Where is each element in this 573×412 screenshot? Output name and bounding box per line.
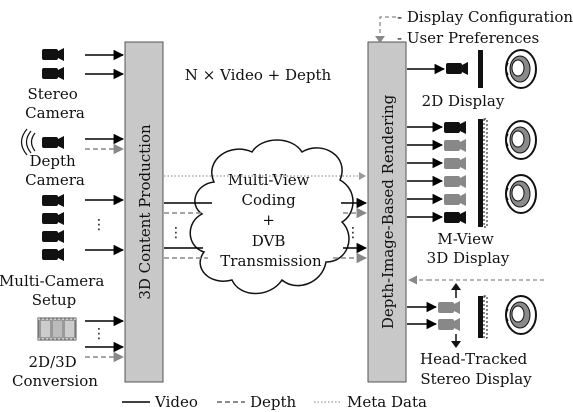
stereo-camera-label: Stereo Camera <box>25 85 85 122</box>
meta-arrowhead <box>359 172 366 180</box>
mview-label: M-View 3D Display <box>427 230 510 267</box>
content-production-label: 3D Content Production <box>136 124 154 300</box>
legend-video-label: Video <box>154 393 198 411</box>
display-configuration-label: - Display Configuration <box>397 8 573 26</box>
depth-camera-icon <box>20 128 64 156</box>
mview-projectors <box>407 121 466 224</box>
stream-label: N × Video + Depth <box>185 66 332 84</box>
legend: Video Depth Meta Data <box>122 393 427 411</box>
multi-camera-ellipsis: ⋮ <box>92 217 106 233</box>
ht-viewer-icon <box>505 295 537 335</box>
transmission-cloud <box>189 139 354 295</box>
ht-screen <box>478 295 488 339</box>
mview-viewer-1-icon <box>505 120 537 160</box>
mview-viewer-2-icon <box>505 174 537 214</box>
film-strip-icon <box>37 317 77 341</box>
legend-depth-label: Depth <box>250 393 297 411</box>
meta-input-arrowhead <box>375 36 385 43</box>
user-preferences-label: - User Preferences <box>397 29 539 47</box>
dibr-block <box>367 41 407 383</box>
prod-ellipsis: ⋮ <box>169 225 183 241</box>
ht-projectors-icon <box>438 283 461 348</box>
multi-camera-label: Multi-Camera Setup <box>0 272 109 309</box>
legend-meta-label: Meta Data <box>347 393 427 411</box>
viewer-2d-icon <box>505 49 537 89</box>
conversion-ellipsis: ⋮ <box>92 326 106 342</box>
conversion-label: 2D/3D Conversion <box>12 353 98 390</box>
mview-screen <box>478 118 488 228</box>
multi-camera-icon <box>42 194 64 261</box>
head-tracked-label: Head-Tracked Stereo Display <box>420 350 532 388</box>
screen-2d <box>478 50 483 88</box>
dibr-label: Depth-Image-Based Rendering <box>379 94 397 329</box>
display-2d-label: 2D Display <box>422 92 505 110</box>
depth-camera-label: Depth Camera <box>25 152 85 189</box>
projector-2d-icon <box>446 62 468 75</box>
cloud-ellipsis: ⋮ <box>346 225 360 241</box>
cloud-label: Multi-View Coding + DVB Transmission <box>220 171 322 270</box>
content-production-block <box>124 41 164 383</box>
stereo-camera-icon <box>42 48 64 80</box>
meta-input-line <box>379 16 396 38</box>
